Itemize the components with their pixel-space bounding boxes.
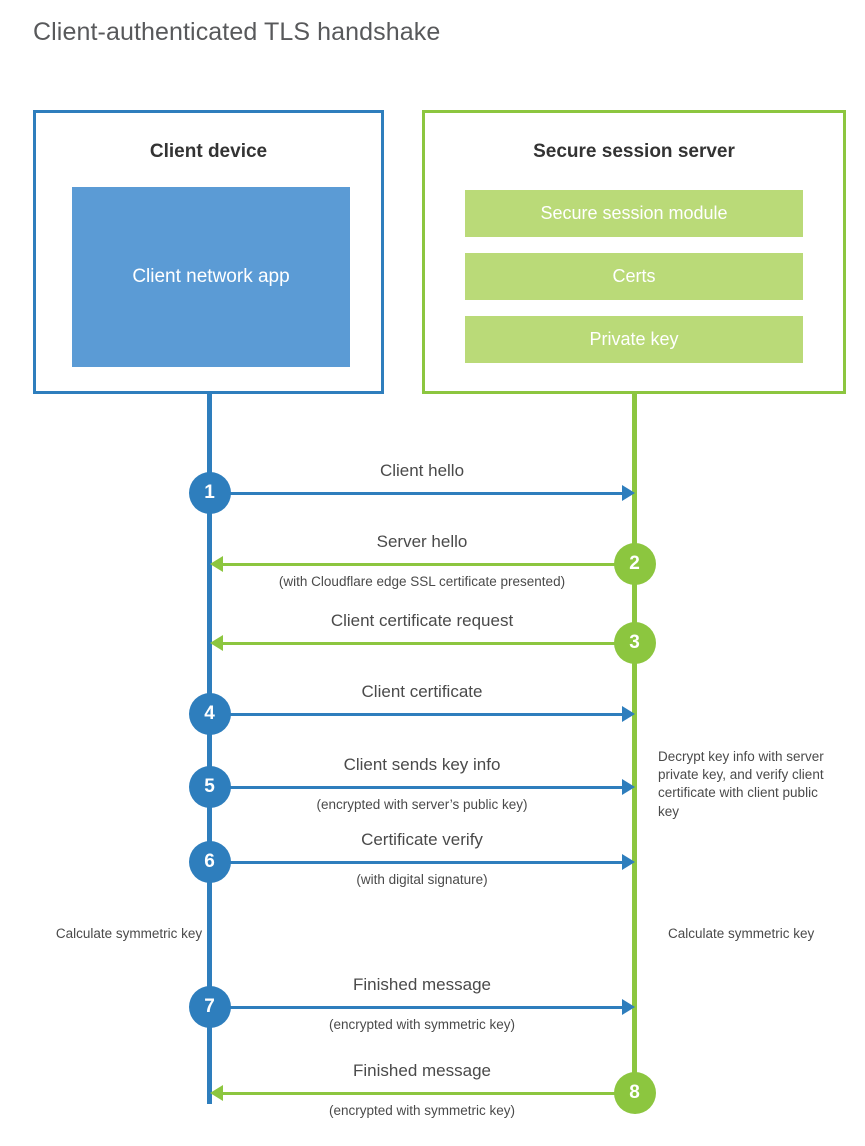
step-circle-7[interactable]: 7 (188, 986, 231, 1028)
step-circle-1[interactable]: 1 (188, 472, 231, 514)
message-arrow-line-3 (219, 641, 635, 645)
message-arrow-line-7 (209, 1005, 625, 1009)
message-label-8: Finished message (353, 1061, 491, 1080)
message-label-4: Client certificate (361, 682, 483, 701)
step-circle-2[interactable]: 2 (613, 543, 656, 585)
step-circle-4[interactable]: 4 (188, 693, 231, 735)
message-label-7: Finished message (353, 975, 491, 994)
server-lifeline (632, 392, 637, 1094)
message-arrowhead-6 (621, 854, 635, 870)
client-lifeline (207, 392, 212, 1104)
step-circle-3[interactable]: 3 (613, 622, 656, 664)
secure-session-server-box: Secure session server Secure session mod… (422, 110, 846, 394)
message-label-1: Client hello (379, 461, 465, 480)
message-arrowhead-8 (209, 1085, 223, 1101)
message-arrow-line-8 (219, 1091, 635, 1095)
message-arrowhead-1 (621, 485, 635, 501)
message-arrow-line-4 (209, 712, 625, 716)
client-network-app-box: Client network app (72, 187, 350, 367)
message-arrowhead-7 (621, 999, 635, 1015)
decrypt-key-info-note: Decrypt key info with server private key… (658, 749, 824, 819)
server-component-secure-session-module: Secure session module (465, 190, 803, 237)
message-label-6: Certificate verify (361, 830, 483, 849)
server-component-certs: Certs (465, 253, 803, 300)
message-arrow-line-6 (209, 860, 625, 864)
calculate-symmetric-key-server-note: Calculate symmetric key (668, 926, 815, 941)
message-sublabel-5: (encrypted with server’s public key) (316, 797, 528, 812)
step-circle-8[interactable]: 8 (613, 1072, 656, 1114)
step-circle-6[interactable]: 6 (188, 841, 231, 883)
message-arrowhead-5 (621, 779, 635, 795)
message-sublabel-6: (with digital signature) (356, 872, 488, 887)
message-label-3: Client certificate request (330, 611, 514, 630)
message-arrow-line-5 (209, 785, 625, 789)
page-title: Client-authenticated TLS handshake (33, 18, 441, 46)
message-label-2: Server hello (376, 532, 468, 551)
client-device-title: Client device (149, 141, 268, 162)
client-device-box: Client device Client network app (33, 110, 384, 394)
message-sublabel-2: (with Cloudflare edge SSL certificate pr… (278, 574, 566, 589)
message-sublabel-7: (encrypted with symmetric key) (328, 1017, 516, 1032)
message-arrow-line-1 (209, 491, 625, 495)
server-component-private-key: Private key (465, 316, 803, 363)
message-arrow-line-2 (219, 562, 635, 566)
calculate-symmetric-key-client-note: Calculate symmetric key (55, 926, 203, 941)
message-arrowhead-3 (209, 635, 223, 651)
secure-session-server-title: Secure session server (533, 141, 735, 162)
step-circle-5[interactable]: 5 (188, 766, 231, 808)
message-label-5: Client sends key info (343, 755, 501, 774)
message-sublabel-8: (encrypted with symmetric key) (328, 1103, 516, 1118)
message-arrowhead-4 (621, 706, 635, 722)
message-arrowhead-2 (209, 556, 223, 572)
